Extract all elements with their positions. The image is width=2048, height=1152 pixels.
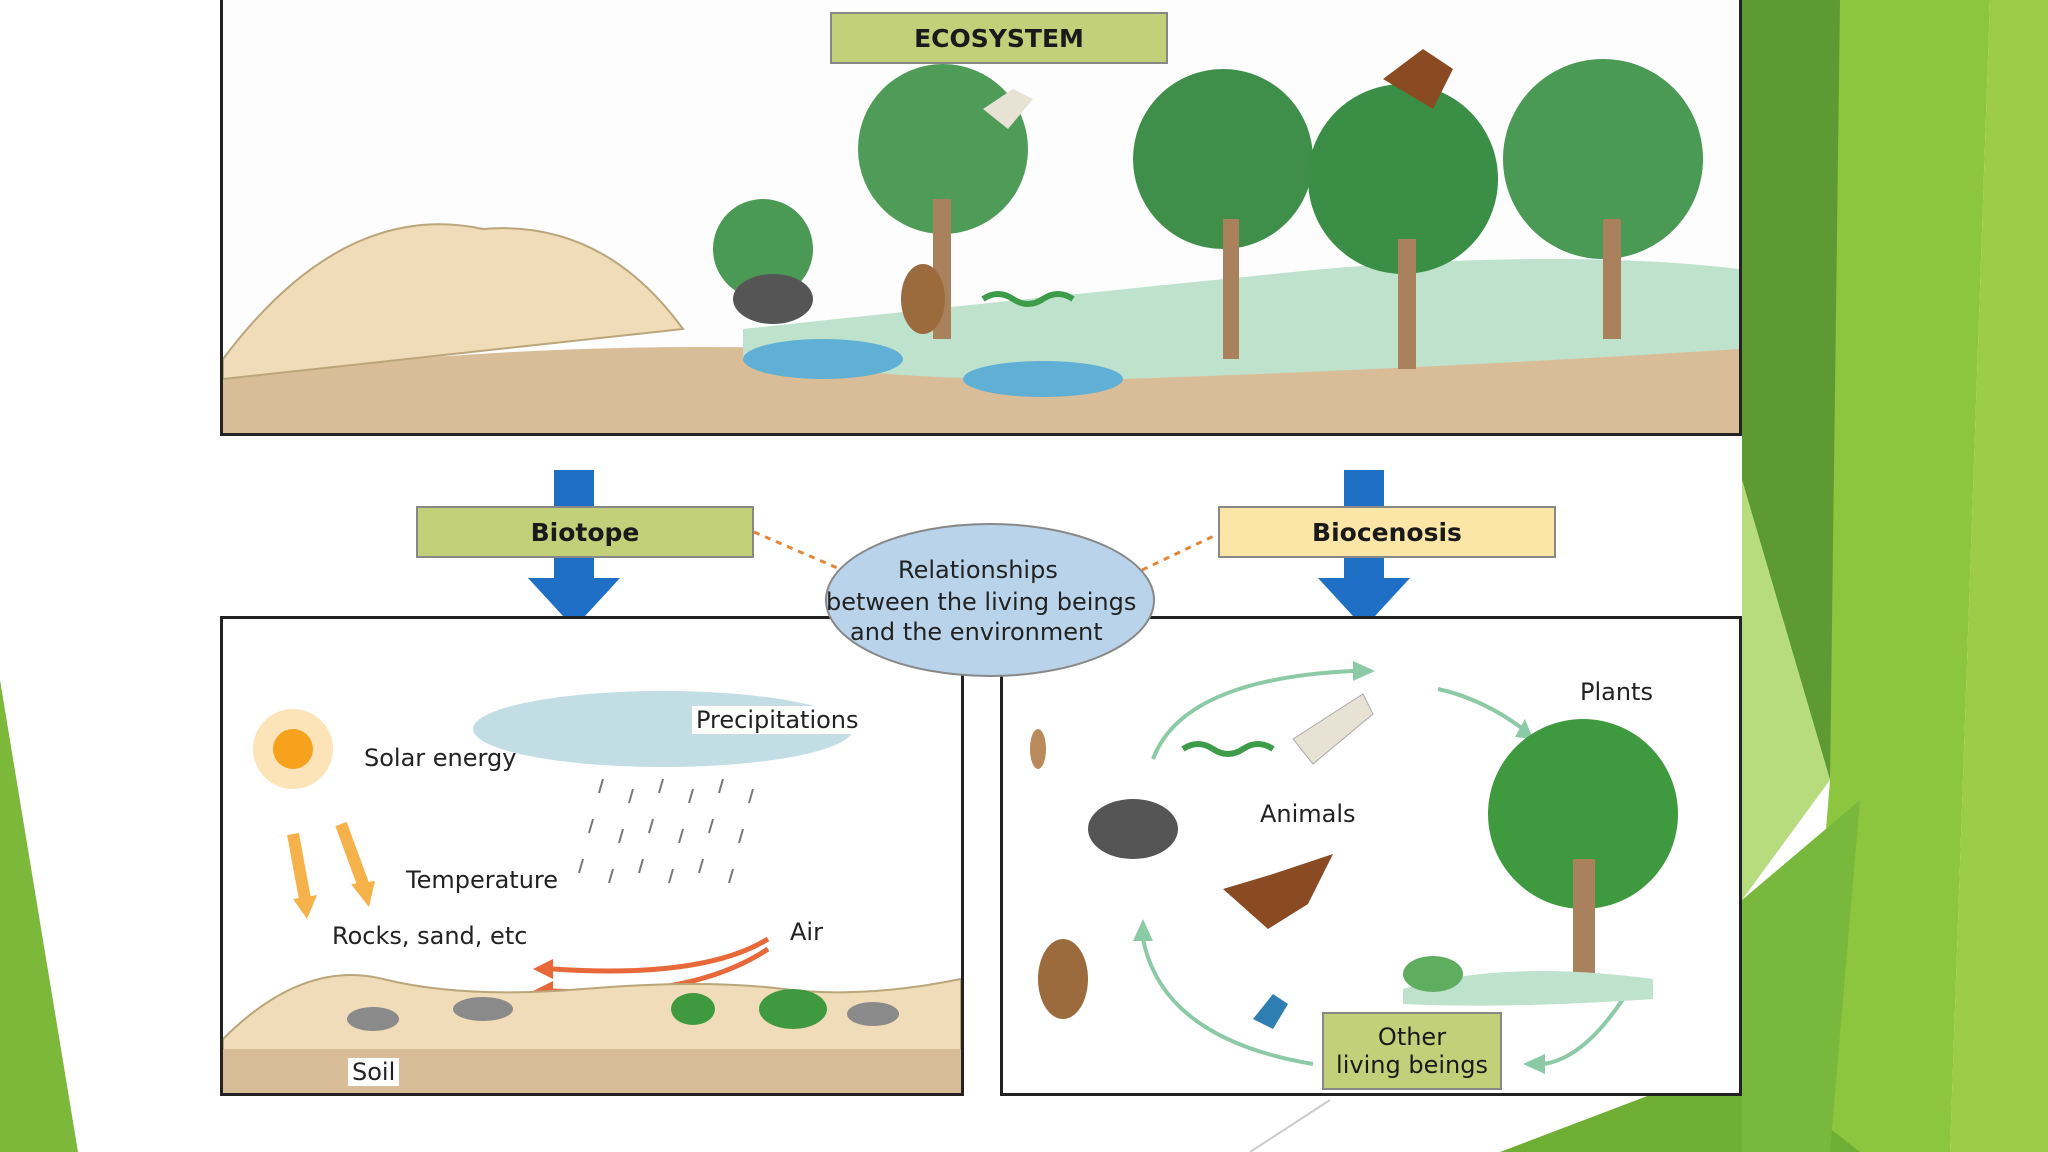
tree-trunk-2 <box>1223 219 1239 359</box>
relationships-ellipse <box>825 523 1155 677</box>
label-other-line-2: living beings <box>1336 1051 1488 1079</box>
deer-icon <box>1038 939 1088 1019</box>
bush-1 <box>671 993 715 1025</box>
deco-thin-line <box>1249 1099 1331 1152</box>
biocenosis-illustration <box>1030 661 1678 1074</box>
label-animals: Animals <box>1260 800 1356 828</box>
heron-icon <box>1292 693 1374 765</box>
tree-canopy-3 <box>1308 84 1498 274</box>
deco-right-edge <box>1950 0 2048 1152</box>
label-plants: Plants <box>1580 678 1653 706</box>
label-temperature: Temperature <box>406 866 559 894</box>
label-solar-energy: Solar energy <box>364 744 517 772</box>
label-other-line-1: Other <box>1377 1023 1447 1051</box>
deer <box>901 264 945 334</box>
pond-2 <box>963 361 1123 397</box>
tree-trunk-4 <box>1603 219 1621 339</box>
sand-dune <box>223 223 685 381</box>
label-rocks: Rocks, sand, etc <box>332 922 528 950</box>
heron <box>983 89 1033 129</box>
small-deer-icon <box>1030 729 1046 769</box>
tree-trunk-3 <box>1398 239 1416 369</box>
label-soil: Soil <box>348 1058 400 1086</box>
tree-canopy-4 <box>1503 59 1703 259</box>
air-arrow-1 <box>552 936 770 974</box>
plant-grass <box>1403 971 1653 1006</box>
tree-canopy-1 <box>858 64 1028 234</box>
relationships-line-1: Relationships <box>898 556 1058 584</box>
rain-icon <box>578 778 754 884</box>
boar-icon <box>1088 799 1178 859</box>
bush-2 <box>759 989 827 1029</box>
grass-field <box>743 259 1739 380</box>
deco-right-light <box>1742 480 1830 900</box>
cycle-arrow-bottom <box>1542 997 1625 1066</box>
biocenosis-title: Biocenosis <box>1218 506 1556 558</box>
sun-ray-2 <box>335 821 369 887</box>
plant-tree-canopy <box>1488 719 1678 909</box>
biotope-panel <box>220 616 964 1096</box>
biotope-illustration <box>223 691 961 1093</box>
snake-icon <box>1181 741 1275 757</box>
label-precipitations: Precipitations <box>692 706 863 734</box>
pond-1 <box>743 339 903 379</box>
relationships-line-2: between the living beings <box>826 588 1137 616</box>
eagle <box>1383 49 1453 109</box>
plant-tree-trunk <box>1573 859 1595 999</box>
ecosystem-title: ECOSYSTEM <box>830 12 1168 64</box>
eagle-icon <box>1223 854 1333 929</box>
boar <box>733 274 813 324</box>
rock-3 <box>847 1002 899 1026</box>
cycle-arrow-top <box>1151 669 1354 760</box>
plant-bush <box>1403 956 1463 992</box>
rock-2 <box>453 997 513 1021</box>
deco-bottom-lite <box>1742 800 1860 1152</box>
ecosystem-illustration <box>223 49 1739 433</box>
ecosystem-panel <box>220 0 1742 436</box>
cycle-arrow-right <box>1437 687 1525 731</box>
tree-canopy-2 <box>1133 69 1313 249</box>
deco-left-wedge <box>0 680 78 1152</box>
cycle-arrow-left <box>1141 938 1314 1066</box>
sun-ray-1 <box>287 832 311 901</box>
relationships-line-3: and the environment <box>850 618 1103 646</box>
snake <box>981 291 1075 307</box>
deco-right-dark <box>1742 0 1860 780</box>
biotope-title: Biotope <box>416 506 754 558</box>
bird-icon <box>1253 994 1288 1029</box>
soil <box>223 1049 961 1093</box>
tree-canopy-5 <box>713 199 813 299</box>
other-living-beings-box: Other living beings <box>1322 1012 1502 1090</box>
label-air: Air <box>790 918 823 946</box>
rock-1 <box>347 1007 399 1031</box>
